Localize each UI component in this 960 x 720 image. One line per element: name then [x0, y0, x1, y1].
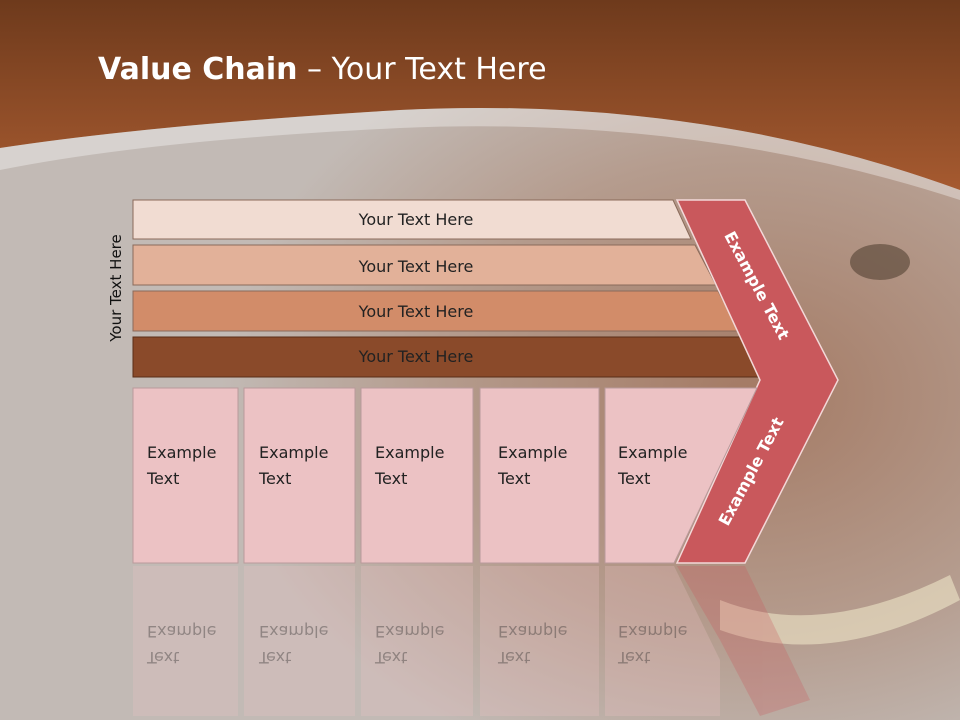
example-box-last — [604, 387, 758, 564]
example-box — [479, 387, 600, 564]
header-swoosh — [0, 107, 960, 200]
reflection-label: Example — [618, 622, 687, 641]
reflection — [133, 566, 810, 716]
box-label-line2: Text — [617, 469, 650, 488]
chevron-arrow — [675, 199, 839, 564]
box-label-line2: Text — [146, 469, 179, 488]
header-band — [0, 0, 960, 190]
box-label-line1: Example — [147, 443, 216, 462]
reflection-box — [361, 566, 473, 716]
reflection-box — [605, 566, 720, 716]
reflection-label: Text — [497, 648, 530, 667]
box-label-line2: Text — [374, 469, 407, 488]
example-box — [360, 387, 474, 564]
row-label: Your Text Here — [358, 347, 474, 366]
example-box — [243, 387, 356, 564]
reflection-label: Text — [617, 648, 650, 667]
reflection-label: Example — [498, 622, 567, 641]
row-shape — [132, 199, 692, 240]
reflection-text: Text Example Text Example Text Example T… — [146, 622, 687, 667]
row-label: Your Text Here — [358, 210, 474, 229]
row-label: Your Text Here — [358, 302, 474, 321]
reflection-arrow — [677, 566, 810, 716]
example-box — [132, 387, 239, 564]
teeth-shape — [720, 575, 960, 645]
box-label-line1: Example — [375, 443, 444, 462]
reflection-label: Text — [146, 648, 179, 667]
box-label-line2: Text — [497, 469, 530, 488]
reflection-box — [244, 566, 355, 716]
row-label: Your Text Here — [358, 257, 474, 276]
slide-title: Value Chain – Your Text Here — [98, 52, 547, 87]
reflection-box — [480, 566, 599, 716]
eye-shape — [850, 244, 910, 280]
reflection-box — [133, 566, 238, 716]
reflection-label: Example — [259, 622, 328, 641]
box-label-line1: Example — [618, 443, 687, 462]
reflection-label: Text — [258, 648, 291, 667]
reflection-label: Example — [147, 622, 216, 641]
reflection-label: Text — [374, 648, 407, 667]
box-label-line1: Example — [498, 443, 567, 462]
reflection-label: Example — [375, 622, 444, 641]
box-label-line1: Example — [259, 443, 328, 462]
box-label-line2: Text — [258, 469, 291, 488]
